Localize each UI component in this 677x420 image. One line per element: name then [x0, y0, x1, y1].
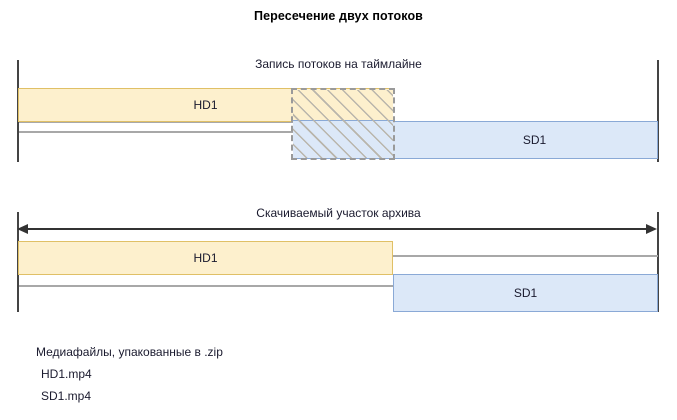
archive-range-arrow-head-right	[646, 224, 657, 234]
overlap-half-sd	[293, 120, 393, 158]
archive-range-arrow-head-left	[17, 224, 28, 234]
footer-heading: Медиафайлы, упакованные в .zip	[36, 345, 223, 359]
archive-block-sd1[interactable]: SD1	[393, 274, 658, 312]
timeline-block-sd1-label: SD1	[522, 133, 547, 147]
timeline-axis-right	[657, 60, 659, 162]
archive-block-hd1[interactable]: HD1	[18, 241, 393, 275]
footer-file-hd1: HD1.mp4	[41, 367, 92, 381]
archive-range-arrow-line	[22, 228, 655, 230]
archive-block-sd1-label: SD1	[513, 286, 538, 300]
footer-file-sd1: SD1.mp4	[41, 389, 92, 403]
page-title: Пересечение двух потоков	[254, 9, 423, 23]
archive-axis-right	[657, 212, 659, 312]
timeline-overlap-region	[291, 88, 395, 160]
archive-block-hd1-label: HD1	[193, 251, 218, 265]
section-archive-subtitle: Скачиваемый участок архива	[256, 206, 421, 220]
overlap-half-hd	[293, 90, 393, 124]
timeline-block-hd1-label: HD1	[193, 98, 218, 112]
section-timeline-subtitle: Запись потоков на таймлайне	[255, 57, 422, 71]
archive-track-sd	[19, 285, 658, 287]
